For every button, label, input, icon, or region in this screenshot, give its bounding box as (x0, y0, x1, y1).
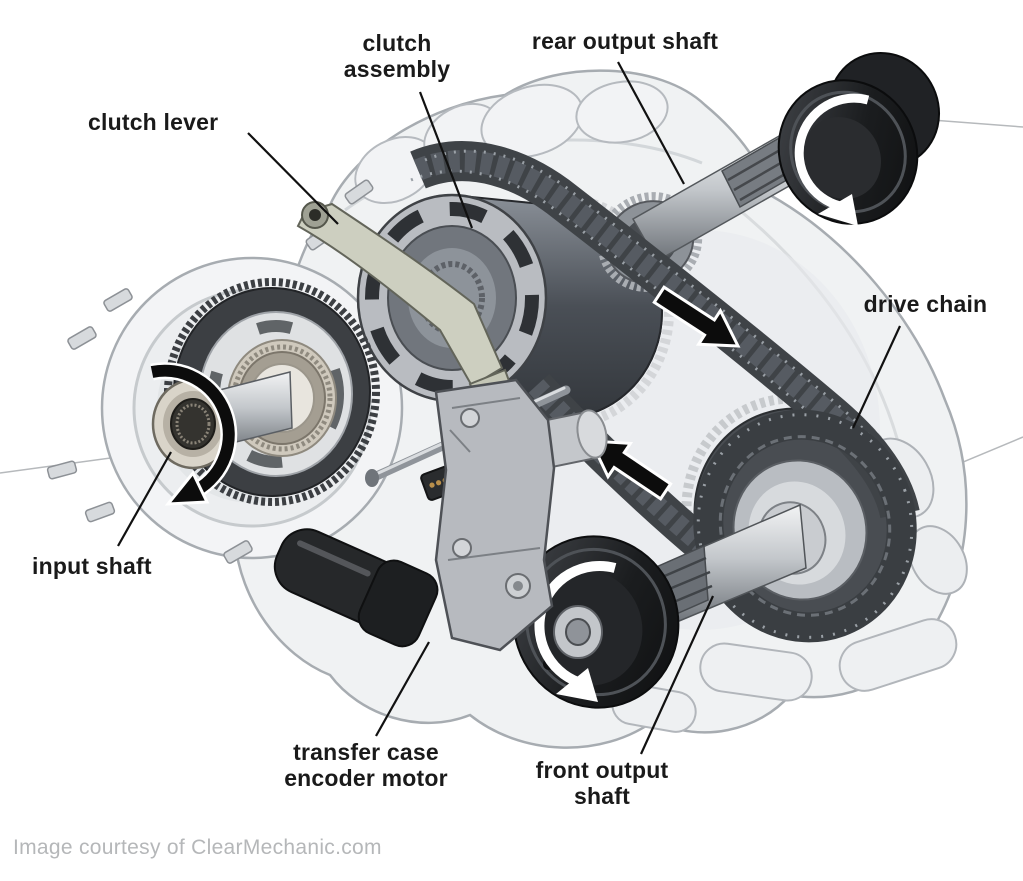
front-output-shaft-assembly (512, 503, 807, 709)
shift-bracket (434, 378, 608, 652)
leader-lines (117, 61, 901, 755)
leader-clutch-assembly (418, 91, 474, 229)
leader-clutch-lever (247, 132, 339, 225)
chain-direction-arrow-up-left (588, 439, 673, 501)
label-input-shaft: input shaft (32, 553, 152, 579)
rear-shaft-rotation-arrow (794, 93, 870, 226)
leader-front-output-shaft (639, 595, 715, 755)
input-shaft-rotation-arrow (150, 362, 238, 506)
input-shaft-assembly (150, 278, 380, 506)
leader-input-shaft (117, 451, 172, 547)
label-clutch-assembly: clutch assembly (343, 30, 451, 82)
leader-rear-output-shaft (617, 61, 685, 185)
label-rear-output-shaft: rear output shaft (531, 28, 719, 54)
chain-direction-arrow-down-right (652, 285, 741, 348)
label-clutch-lever: clutch lever (88, 109, 219, 135)
label-front-output-shaft: front output shaft (535, 757, 669, 809)
label-transfer-case-encoder-motor: transfer case encoder motor (284, 739, 448, 791)
label-drive-chain: drive chain (863, 291, 988, 317)
leader-encoder-motor (375, 641, 430, 737)
image-credit-caption: Image courtesy of ClearMechanic.com (13, 836, 382, 859)
encoder-motor (273, 528, 439, 648)
leader-drive-chain (852, 325, 901, 429)
rear-output-shaft-assembly (597, 51, 941, 292)
